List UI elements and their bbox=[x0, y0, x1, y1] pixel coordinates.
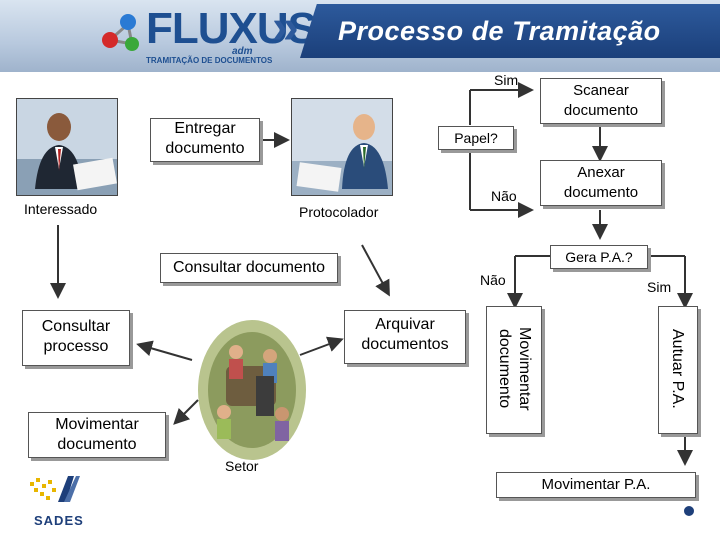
scanear-documento-box[interactable]: Scanear documento bbox=[540, 78, 662, 124]
consultar-documento-box[interactable]: Consultar documento bbox=[160, 253, 338, 283]
sades-logo-icon bbox=[24, 470, 90, 526]
papel-decision-box[interactable]: Papel? bbox=[438, 126, 514, 150]
sades-logo-text: SADES bbox=[34, 513, 84, 528]
autuar-pa-box[interactable]: Autuar P.A. bbox=[658, 306, 698, 434]
label-sim-gera-pa: Sim bbox=[647, 279, 672, 295]
anexar-documento-box[interactable]: Anexar documento bbox=[540, 160, 662, 206]
movimentar-documento-vertical-label: Movimentar documento bbox=[496, 327, 533, 411]
page-title: Processo de Tramitação bbox=[338, 16, 661, 46]
logo-molecule-icon bbox=[98, 10, 144, 56]
consultar-processo-box[interactable]: Consultar processo bbox=[22, 310, 130, 366]
logo-name: FLUXUS bbox=[146, 4, 317, 53]
entregar-documento-box[interactable]: Entregar documento bbox=[150, 118, 260, 162]
actor-protocolador: Protocolador bbox=[299, 204, 379, 220]
header-bar: FLUXUS adm TRAMITAÇÃO DE DOCUMENTOS » Pr… bbox=[0, 0, 720, 72]
title-banner bbox=[300, 4, 720, 58]
label-nao-gera-pa: Não bbox=[480, 272, 506, 288]
arquivar-documentos-box[interactable]: Arquivar documentos bbox=[344, 310, 466, 364]
movimentar-pa-box[interactable]: Movimentar P.A. bbox=[496, 472, 696, 498]
movimentar-documento-vertical-box[interactable]: Movimentar documento bbox=[486, 306, 542, 434]
logo-suffix: adm bbox=[232, 46, 253, 57]
actor-interessado: Interessado bbox=[24, 201, 98, 217]
gera-pa-decision-box[interactable]: Gera P.A.? bbox=[550, 245, 648, 269]
corner-mark bbox=[684, 506, 694, 516]
autuar-pa-label: Autuar P.A. bbox=[669, 329, 686, 409]
label-sim-papel: Sim bbox=[494, 72, 519, 88]
actor-setor: Setor bbox=[225, 458, 259, 474]
interessado-photo bbox=[16, 98, 118, 196]
logo-subtitle: TRAMITAÇÃO DE DOCUMENTOS bbox=[146, 56, 273, 65]
protocolador-photo bbox=[291, 98, 393, 196]
movimentar-documento-box[interactable]: Movimentar documento bbox=[28, 412, 166, 458]
chevron-icon: » bbox=[272, 1, 299, 54]
label-nao-papel: Não bbox=[491, 188, 517, 204]
setor-photo bbox=[196, 316, 308, 462]
